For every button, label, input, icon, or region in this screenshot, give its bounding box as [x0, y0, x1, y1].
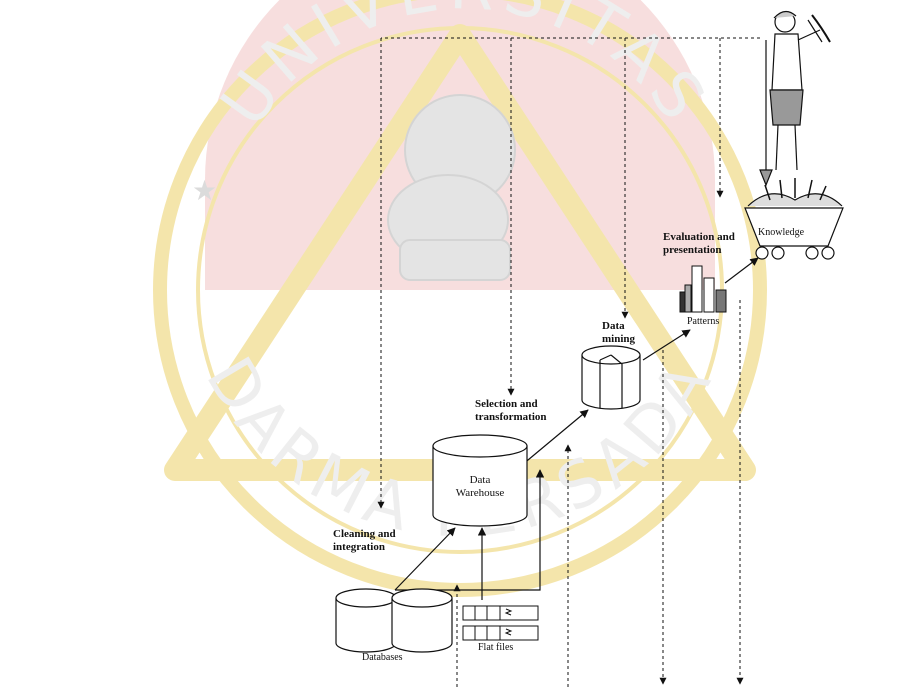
node-knowledge-label: Knowledge: [758, 227, 804, 239]
mining-line-2: mining: [602, 333, 635, 346]
warehouse-line-2: Warehouse: [443, 487, 517, 500]
node-warehouse-label: Data Warehouse: [443, 474, 517, 499]
knowledge-cart-icon: [745, 178, 843, 259]
cleaning-line-2: integration: [333, 541, 396, 554]
node-flatfiles-label: Flat files: [478, 642, 513, 654]
miner-figure-icon: [760, 11, 830, 185]
mining-cylinder-icon: [582, 346, 640, 409]
selection-line-1: Selection and: [475, 398, 547, 411]
evaluation-line-1: Evaluation and: [663, 231, 735, 244]
selection-line-2: transformation: [475, 411, 547, 424]
stage-label-cleaning: Cleaning and integration: [333, 528, 396, 553]
mining-line-1: Data: [602, 320, 635, 333]
stage-label-selection: Selection and transformation: [475, 398, 547, 423]
evaluation-line-2: presentation: [663, 244, 735, 257]
node-patterns-label: Patterns: [687, 316, 719, 328]
stage-label-evaluation: Evaluation and presentation: [663, 231, 735, 256]
cleaning-line-1: Cleaning and: [333, 528, 396, 541]
star-icon: ★: [192, 174, 217, 207]
database-cylinder-icon: [336, 589, 452, 652]
flat-file-icon: [463, 606, 538, 640]
stage-label-mining: Data mining: [602, 320, 635, 345]
node-databases-label: Databases: [362, 652, 403, 664]
warehouse-line-1: Data: [443, 474, 517, 487]
